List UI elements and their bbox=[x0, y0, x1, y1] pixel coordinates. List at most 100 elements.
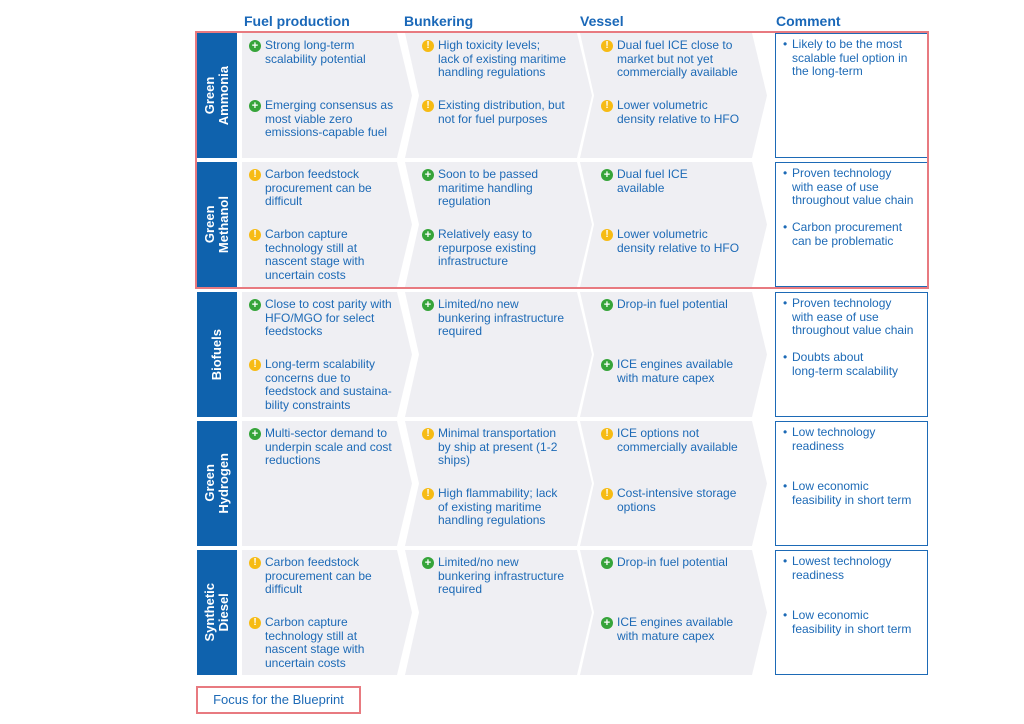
warning-icon: ! bbox=[601, 488, 613, 500]
plus-circle-icon: + bbox=[601, 557, 613, 569]
vessel-cell: + Dual fuel ICE available !Lower volumetri… bbox=[580, 162, 767, 287]
item-text: Drop-in fuel potential bbox=[617, 555, 728, 569]
warning-icon: ! bbox=[601, 100, 613, 112]
assessment-item: + Emerging consensus as most viable zero … bbox=[249, 98, 394, 140]
comment-box: Likely to be the most scalable fuel opti… bbox=[775, 33, 928, 158]
row-label: Synthetic Diesel bbox=[197, 550, 237, 675]
item-text: ICE engines available with mature capex bbox=[617, 357, 734, 385]
warning-icon: ! bbox=[601, 40, 613, 52]
item-text: Multi-sector demand to underpin scale an… bbox=[265, 426, 392, 468]
fuel-row: Synthetic Diesel! Carbon feedstock procur… bbox=[197, 550, 929, 675]
vessel-cell: !ICE options not commercially available!… bbox=[580, 421, 767, 546]
comment-bullet: Low technology readiness bbox=[783, 425, 875, 453]
assessment-item: +Drop-in fuel potential bbox=[601, 297, 728, 312]
fuel-production-cell: !Carbon feedstock procurement can be dif… bbox=[242, 162, 412, 287]
item-text: Limited/no new bunkering infrastructure … bbox=[438, 555, 565, 597]
plus-circle-icon: + bbox=[249, 100, 261, 112]
plus-circle-icon: + bbox=[422, 229, 434, 241]
plus-circle-icon: + bbox=[249, 299, 261, 311]
item-text: High toxicity levels; lack of existing m… bbox=[438, 38, 567, 80]
assessment-item: ! Cost-intensive storage options bbox=[601, 486, 737, 514]
plus-circle-icon: + bbox=[601, 617, 613, 629]
plus-circle-icon: + bbox=[422, 299, 434, 311]
item-text: Dual fuel ICE close to market but not ye… bbox=[617, 38, 738, 80]
comment-box: Proven technology with ease of use throu… bbox=[775, 162, 928, 287]
item-text: Carbon feedstock procurement can be diff… bbox=[265, 555, 372, 597]
plus-circle-icon: + bbox=[249, 428, 261, 440]
fuel-row: Green Ammonia + Strong long-term scalabili… bbox=[197, 33, 929, 158]
row-label: Green Hydrogen bbox=[197, 421, 237, 546]
row-label-text: Synthetic Diesel bbox=[202, 583, 231, 642]
comment-bullet: Low economic feasibility in short term bbox=[783, 479, 911, 507]
item-text: Drop-in fuel potential bbox=[617, 297, 728, 311]
vessel-cell: +Drop-in fuel potential + ICE engines avai… bbox=[580, 292, 767, 417]
warning-icon: ! bbox=[249, 557, 261, 569]
bunkering-cell: ! High toxicity levels; lack of existing … bbox=[405, 33, 592, 158]
item-text: Strong long-term scalability potential bbox=[265, 38, 366, 66]
comment-bullet: Lowest technology readiness bbox=[783, 554, 891, 582]
header-fuel-production: Fuel production bbox=[244, 13, 350, 29]
item-text: Limited/no new bunkering infrastructure … bbox=[438, 297, 565, 339]
warning-icon: ! bbox=[422, 100, 434, 112]
bunkering-cell: + Limited/no new bunkering infrastructure… bbox=[405, 292, 592, 417]
assessment-item: + Relatively easy to repurpose existing i… bbox=[422, 227, 537, 269]
fuel-production-cell: + Strong long-term scalability potential +… bbox=[242, 33, 412, 158]
item-text: Carbon capture technology still at nasce… bbox=[265, 227, 365, 283]
assessment-item: !Lower volumetric density relative to HF… bbox=[601, 227, 740, 255]
item-text: ICE engines available with mature capex bbox=[617, 615, 734, 643]
warning-icon: ! bbox=[422, 488, 434, 500]
header-bunkering: Bunkering bbox=[404, 13, 474, 29]
item-text: Lower volumetric density relative to HFO bbox=[617, 227, 740, 255]
item-text: Cost-intensive storage options bbox=[617, 486, 737, 514]
warning-icon: ! bbox=[601, 428, 613, 440]
focus-legend: Focus for the Blueprint bbox=[196, 686, 361, 714]
fuel-row: Green Hydrogen + Multi-sector demand to un… bbox=[197, 421, 929, 546]
assessment-item: ! Carbon feedstock procurement can be dif… bbox=[249, 555, 372, 597]
assessment-item: + ICE engines available with mature capex bbox=[601, 357, 734, 385]
plus-circle-icon: + bbox=[422, 169, 434, 181]
assessment-item: !Lower volumetric density relative to HF… bbox=[601, 98, 739, 126]
fuel-production-cell: + Multi-sector demand to underpin scale a… bbox=[242, 421, 412, 546]
bunkering-cell: +Soon to be passed maritime handling reg… bbox=[405, 162, 592, 287]
item-text: Carbon capture technology still at nasce… bbox=[265, 615, 365, 671]
assessment-item: ! High flammability; lack of existing mar… bbox=[422, 486, 558, 528]
plus-circle-icon: + bbox=[601, 169, 613, 181]
comment-bullet: Proven technology with ease of use throu… bbox=[783, 166, 913, 208]
comment-bullet: Doubts about long-term scalability bbox=[783, 350, 898, 378]
assessment-item: ! Dual fuel ICE close to market but not y… bbox=[601, 38, 738, 80]
assessment-item: !ICE options not commercially available bbox=[601, 426, 738, 454]
warning-icon: ! bbox=[249, 617, 261, 629]
fuel-row: Biofuels+Close to cost parity with HFO/M… bbox=[197, 292, 929, 417]
comment-bullet: Low economic feasibility in short term bbox=[783, 608, 911, 636]
comment-bullet: Likely to be the most scalable fuel opti… bbox=[783, 37, 907, 79]
comment-box: Low technology readinessLow economic fea… bbox=[775, 421, 928, 546]
comment-box: Lowest technology readinessLow economic … bbox=[775, 550, 928, 675]
item-text: High flammability; lack of existing mari… bbox=[438, 486, 558, 528]
assessment-item: !Carbon feedstock procurement can be dif… bbox=[249, 167, 372, 209]
assessment-item: + Multi-sector demand to underpin scale a… bbox=[249, 426, 392, 468]
comment-bullet: Carbon procurement can be problematic bbox=[783, 220, 902, 248]
warning-icon: ! bbox=[422, 428, 434, 440]
assessment-item: !Long-term scalability concerns due to f… bbox=[249, 357, 392, 413]
warning-icon: ! bbox=[249, 169, 261, 181]
assessment-item: +Limited/no new bunkering infrastructure… bbox=[422, 555, 565, 597]
row-label-text: Green Hydrogen bbox=[202, 453, 231, 514]
assessment-item: !Carbon capture technology still at nasc… bbox=[249, 227, 365, 283]
item-text: Emerging consensus as most viable zero e… bbox=[265, 98, 394, 140]
header-vessel: Vessel bbox=[580, 13, 624, 29]
header-comment: Comment bbox=[776, 13, 841, 29]
comment-bullet: Proven technology with ease of use throu… bbox=[783, 296, 913, 338]
assessment-item: +Soon to be passed maritime handling reg… bbox=[422, 167, 538, 209]
item-text: Relatively easy to repurpose existing in… bbox=[438, 227, 537, 269]
row-label-text: Green Ammonia bbox=[202, 65, 231, 126]
assessment-item: !High toxicity levels; lack of existing … bbox=[422, 38, 567, 80]
plus-circle-icon: + bbox=[249, 40, 261, 52]
row-label-text: Biofuels bbox=[209, 328, 224, 381]
assessment-item: ! Carbon capture technology still at nasc… bbox=[249, 615, 365, 671]
row-label: Green Methanol bbox=[197, 162, 237, 287]
item-text: Dual fuel ICE available bbox=[617, 167, 688, 195]
vessel-cell: ! Dual fuel ICE close to market but not y… bbox=[580, 33, 767, 158]
plus-circle-icon: + bbox=[601, 359, 613, 371]
bunkering-cell: !Minimal transportation by ship at prese… bbox=[405, 421, 592, 546]
fuel-row: Green Methanol !Carbon feedstock procurem… bbox=[197, 162, 929, 287]
